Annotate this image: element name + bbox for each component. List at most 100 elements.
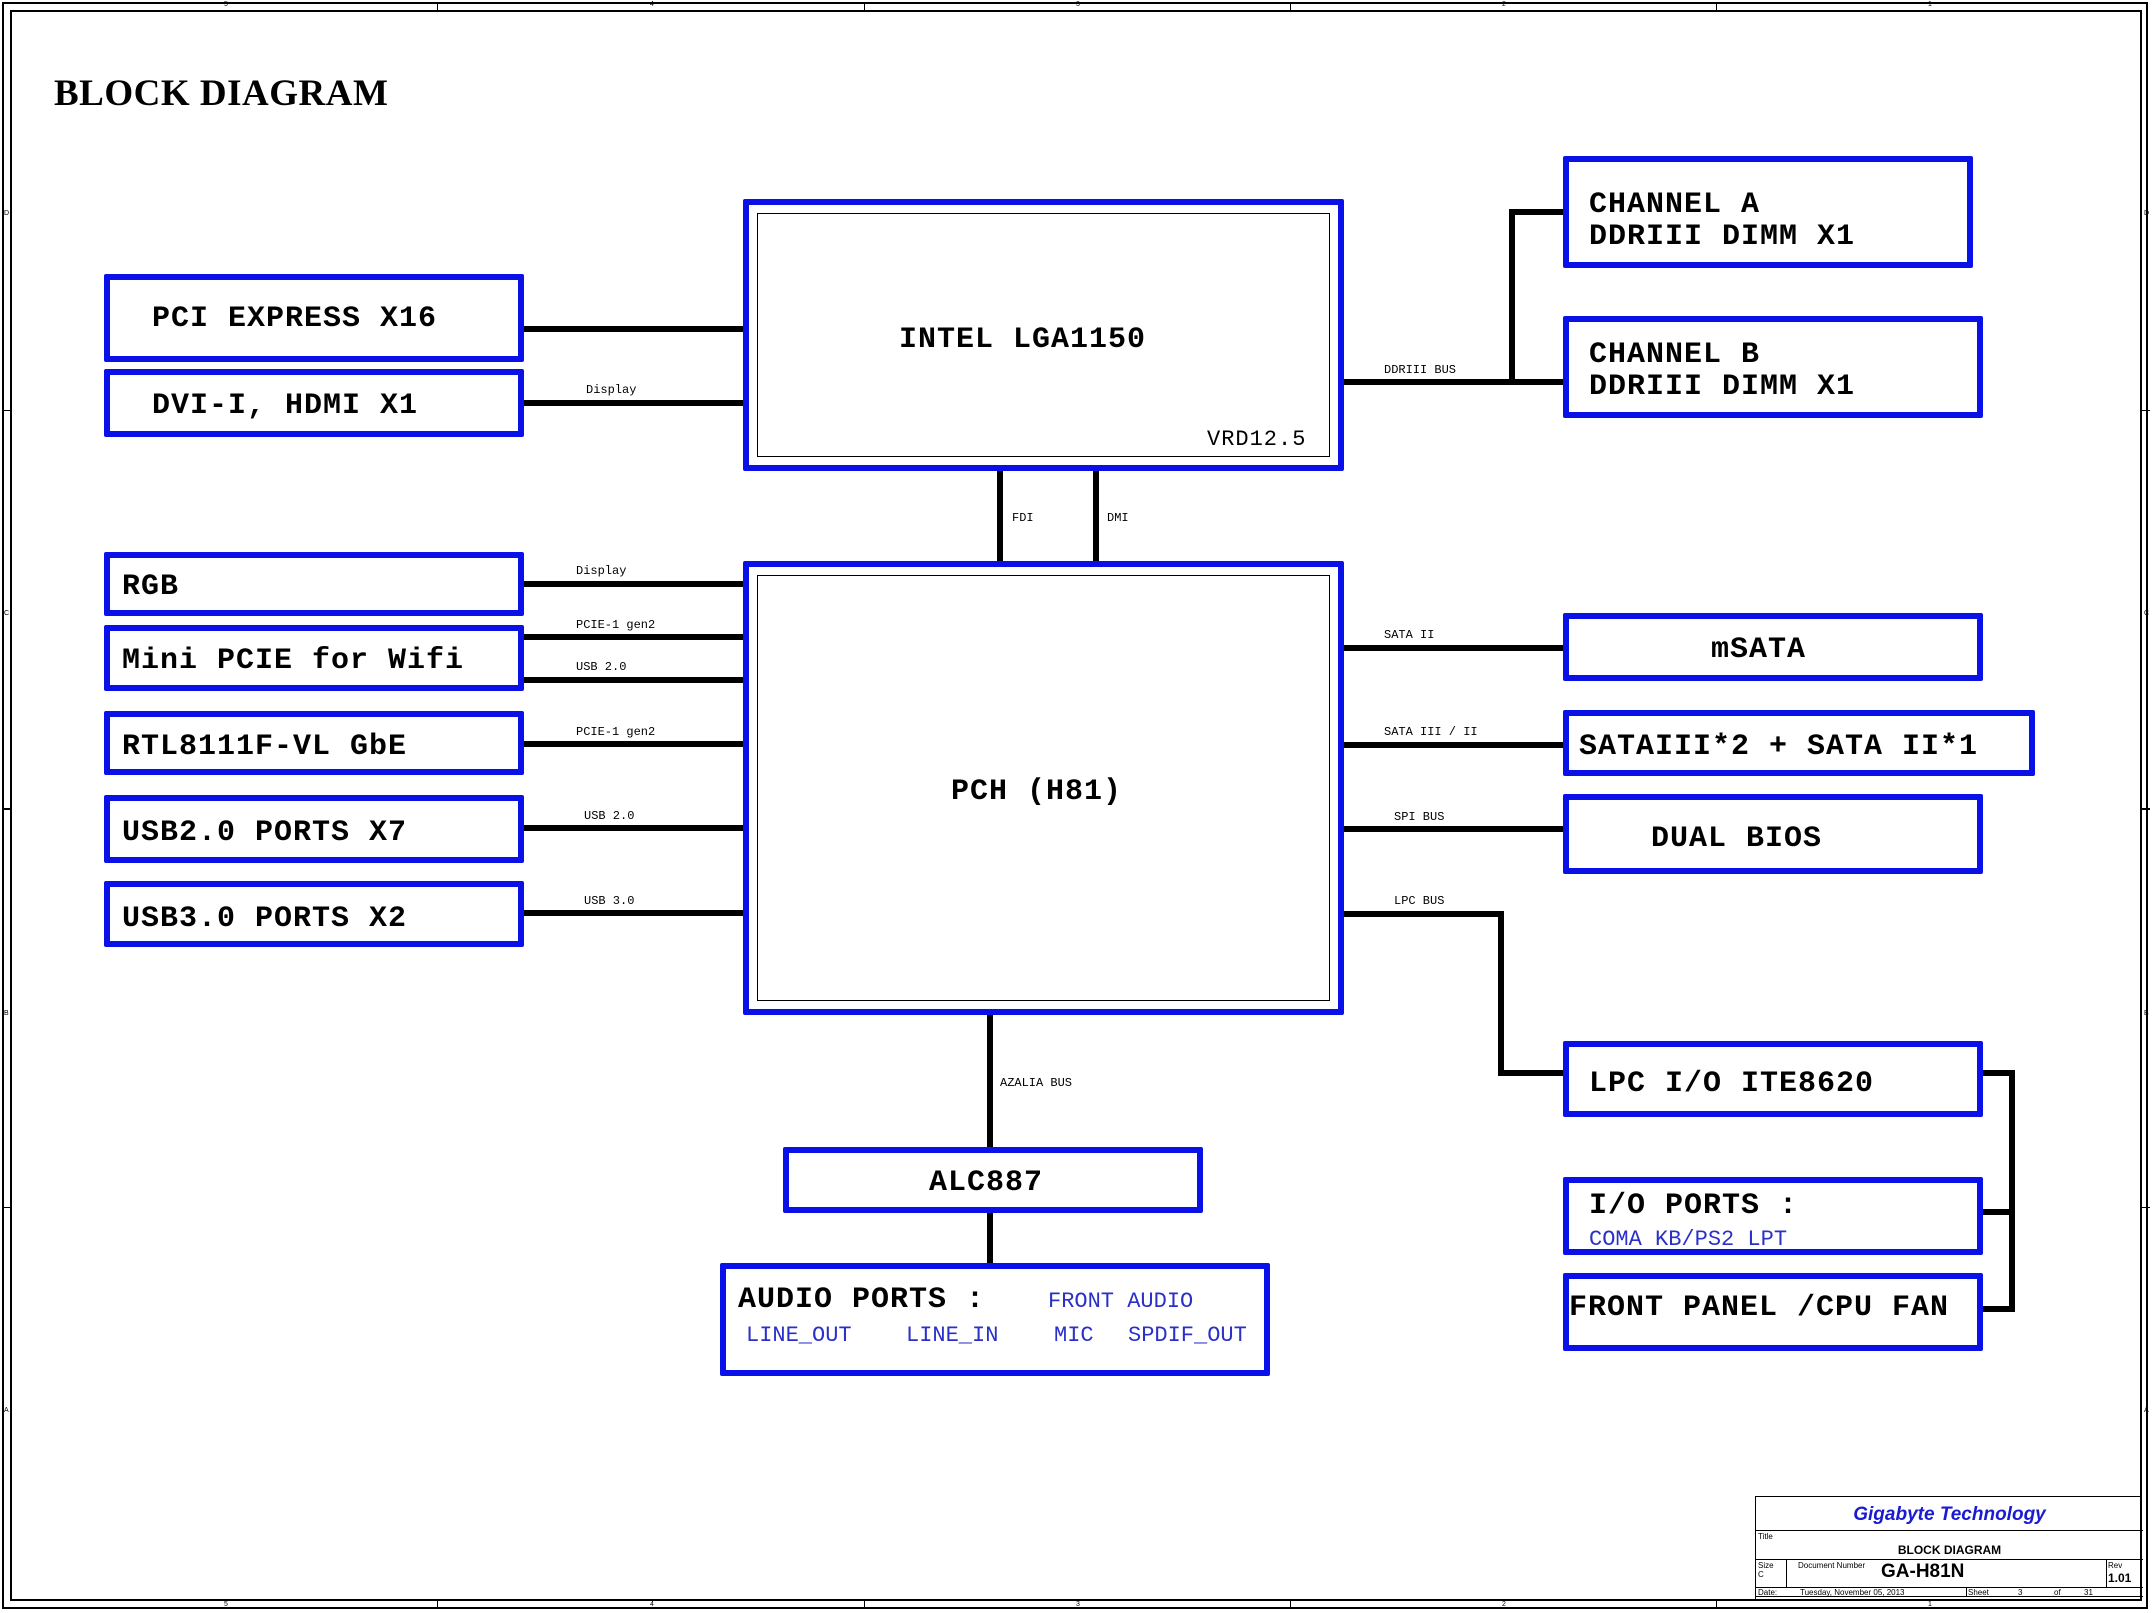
- usb3-link: [524, 910, 743, 916]
- azalia-bus-link: [987, 1015, 993, 1148]
- audio-ports-link: [987, 1213, 993, 1265]
- alc887-block[interactable]: ALC887: [783, 1147, 1203, 1213]
- display-link: [524, 400, 743, 406]
- bus-label-sata2: SATA II: [1384, 628, 1435, 642]
- audio-port-item: MIC: [1054, 1323, 1094, 1348]
- spi-bus-link: [1344, 826, 1563, 832]
- size-label: Size: [1758, 1561, 1774, 1570]
- zone-col-label: 5: [224, 1, 228, 8]
- rgb-display-link: [524, 581, 743, 587]
- block-label: mSATA: [1711, 633, 1807, 667]
- bus-label-pcie: PCIE-1 gen2: [576, 725, 656, 739]
- usb2-link: [524, 825, 743, 831]
- sheet-number: 3: [2018, 1588, 2023, 1597]
- gbe-pcie-link: [524, 741, 743, 747]
- date-label: Date:: [1758, 1588, 1778, 1597]
- channel-a-line1: CHANNEL A: [1589, 188, 1761, 222]
- zone-divider: [2142, 410, 2150, 411]
- pch-inner-outline: [757, 575, 1330, 1001]
- tb-divider: [1756, 1530, 2143, 1531]
- zone-col-label: 1: [1928, 1601, 1932, 1608]
- usb3-ports-block[interactable]: USB3.0 PORTS X2: [104, 881, 524, 947]
- io-ports-title: I/O PORTS :: [1589, 1189, 1799, 1223]
- lpc-bus-link-end: [1498, 1070, 1563, 1076]
- document-number: GA-H81N: [1881, 1561, 1965, 1582]
- dual-bios-block[interactable]: DUAL BIOS: [1563, 794, 1983, 874]
- company-name: Gigabyte Technology: [1853, 1504, 2046, 1525]
- lpc-io-block[interactable]: LPC I/O ITE8620: [1563, 1041, 1983, 1117]
- block-label: DVI-I, HDMI X1: [152, 389, 419, 423]
- pci-express-x16-block[interactable]: PCI EXPRESS X16: [104, 274, 524, 362]
- channel-b-line2: DDRIII DIMM X1: [1589, 370, 1856, 404]
- block-label: USB3.0 PORTS X2: [122, 902, 408, 936]
- io-ports-items: COMA KB/PS2 LPT: [1589, 1227, 1788, 1252]
- ddr-bus-label: DDRIII BUS: [1384, 363, 1457, 377]
- mini-pcie-wifi-block[interactable]: Mini PCIE for Wifi: [104, 625, 524, 691]
- zone-divider: [437, 2, 438, 10]
- zone-col-label: 2: [1502, 1, 1506, 8]
- rev-label: Rev: [2108, 1561, 2123, 1570]
- wifi-pcie-link: [524, 634, 743, 640]
- page-title: BLOCK DIAGRAM: [54, 73, 389, 114]
- cpu-label: INTEL LGA1150: [899, 323, 1147, 357]
- zone-col-label: 4: [650, 1, 654, 8]
- lpc-io-branch: [1983, 1070, 2015, 1076]
- cpu-block[interactable]: INTEL LGA1150 VRD12.5: [743, 199, 1344, 471]
- zone-col-label: 4: [650, 1601, 654, 1608]
- codec-label: ALC887: [929, 1166, 1044, 1200]
- date-value: Tuesday, November 05, 2013: [1800, 1588, 1905, 1597]
- of-label: of: [2054, 1588, 2061, 1597]
- front-panel-block[interactable]: FRONT PANEL /CPU FAN: [1563, 1273, 1983, 1351]
- drawing-frame-inner: [10, 10, 2142, 1601]
- block-label: DUAL BIOS: [1651, 822, 1823, 856]
- audio-port-item: LINE_OUT: [746, 1323, 852, 1348]
- center-arrow: [2142, 808, 2150, 810]
- bus-label-usb3: USB 3.0: [584, 894, 635, 908]
- pch-block[interactable]: PCH (H81): [743, 561, 1344, 1015]
- channel-b-line1: CHANNEL B: [1589, 338, 1761, 372]
- msata-block[interactable]: mSATA: [1563, 613, 1983, 681]
- zone-col-label: 3: [1076, 1601, 1080, 1608]
- tb-divider: [2106, 1559, 2107, 1587]
- bus-label-spi: SPI BUS: [1394, 810, 1445, 824]
- sata-ports-block[interactable]: SATAIII*2 + SATA II*1: [1563, 710, 2035, 776]
- bus-label-usb: USB 2.0: [576, 660, 627, 674]
- tb-divider: [1966, 1587, 1967, 1596]
- channel-a-block[interactable]: CHANNEL A DDRIII DIMM X1: [1563, 156, 1973, 268]
- zone-divider: [2, 410, 10, 411]
- channel-b-block[interactable]: CHANNEL B DDRIII DIMM X1: [1563, 316, 1983, 418]
- rtl8111f-gbe-block[interactable]: RTL8111F-VL GbE: [104, 711, 524, 775]
- block-label: LPC I/O ITE8620: [1589, 1067, 1875, 1101]
- pcie-x16-link: [524, 326, 743, 332]
- zone-row-label: B: [4, 1010, 9, 1017]
- zone-divider: [1290, 1601, 1291, 1609]
- channel-a-line2: DDRIII DIMM X1: [1589, 220, 1856, 254]
- ddr-bus-link: [1344, 379, 1563, 385]
- dmi-link: [1093, 471, 1099, 561]
- rgb-block[interactable]: RGB: [104, 552, 524, 616]
- block-label: USB2.0 PORTS X7: [122, 816, 408, 850]
- block-label: RTL8111F-VL GbE: [122, 730, 408, 764]
- ddr-channel-a-link: [1509, 209, 1563, 215]
- audio-ports-block[interactable]: AUDIO PORTS : FRONT AUDIO LINE_OUT LINE_…: [720, 1263, 1270, 1376]
- block-label: RGB: [122, 570, 180, 604]
- fdi-label: FDI: [1012, 511, 1034, 525]
- rev-value: 1.01: [2108, 1571, 2132, 1585]
- bus-label-lpc: LPC BUS: [1394, 894, 1445, 908]
- usb2-ports-block[interactable]: USB2.0 PORTS X7: [104, 795, 524, 863]
- center-arrow: [2, 808, 10, 810]
- zone-row-label: A: [4, 1407, 9, 1414]
- lpc-bus-link: [1344, 911, 1504, 917]
- zone-col-label: 3: [1076, 1, 1080, 8]
- audio-port-item: LINE_IN: [906, 1323, 999, 1348]
- bus-label-pcie: PCIE-1 gen2: [576, 618, 656, 632]
- audio-front-label: FRONT AUDIO: [1048, 1289, 1194, 1314]
- fdi-link: [997, 471, 1003, 561]
- io-ports-block[interactable]: I/O PORTS : COMA KB/PS2 LPT: [1563, 1177, 1983, 1255]
- dvi-hdmi-block[interactable]: DVI-I, HDMI X1: [104, 369, 524, 437]
- zone-divider: [1290, 2, 1291, 10]
- audio-port-item: SPDIF_OUT: [1128, 1323, 1247, 1348]
- zone-col-label: 2: [1502, 1601, 1506, 1608]
- zone-row-label: D: [4, 210, 10, 217]
